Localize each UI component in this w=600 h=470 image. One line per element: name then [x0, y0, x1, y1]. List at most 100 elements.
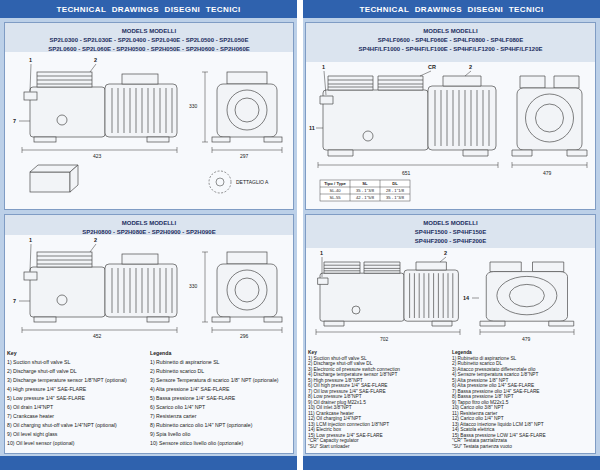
panel-ground [4, 22, 294, 210]
legend-item: 9) Tappo fitro olio M22x1.5 [452, 400, 594, 406]
iso-view [30, 172, 70, 192]
legend-item: 11) Resistenza carter [452, 411, 594, 417]
key-item: 3) Electronic oil pressure switch connec… [308, 367, 450, 373]
dimension-label: 479 [543, 170, 551, 176]
table-grid [320, 180, 410, 201]
dimension-line [22, 327, 177, 333]
callout-number: 2 [94, 237, 97, 244]
dimension-label: 452 [93, 333, 101, 339]
dimension-line [480, 329, 574, 335]
legend-item: 7) Bassa pressione olio 1/4" SAE-FLARE [452, 389, 594, 395]
key-item: 4) High pressure 1/4" SAE-FLARE [7, 386, 148, 392]
table-cell: 35 - 1"3/8 [380, 195, 410, 200]
leader-line [324, 71, 326, 95]
legend-item: 10) Sensore ottico livello olio (opziona… [150, 440, 292, 446]
dimension-label: 479 [522, 336, 530, 342]
dimension-line [212, 327, 282, 333]
compressor-view [212, 72, 282, 142]
detail-circle [209, 171, 231, 193]
legend-item: 7) Resistenza carter [150, 413, 292, 419]
table-cell: Tipo / Type [320, 181, 350, 186]
key-item: 13) LCM injection connection 1/8"NPT [308, 422, 450, 428]
legend-item: 3) Sensore Temperatura di scarico 1/8" N… [150, 377, 292, 383]
legend-item: 5) Alta pressione 1/8" NPT [452, 378, 594, 384]
page-ground [303, 0, 600, 470]
panel-ground [4, 22, 596, 454]
panel-heading: MODELS MODELLI [423, 27, 477, 36]
leader-line [19, 301, 30, 302]
legend-item: 9) Spia livello olio [150, 431, 292, 437]
dimension-label: 330 [189, 283, 197, 289]
key-item: "SU" Start unloader [308, 444, 450, 450]
iso-view [30, 165, 78, 192]
legend-item: 6) Scarico olio 1/4" NPT [150, 404, 292, 410]
table-cell: 42 - 1"5/8 [350, 195, 380, 200]
leader-line [420, 71, 431, 76]
key-item: 10) Oil inlet 3/8"NPT [308, 405, 450, 411]
key-item: 5) Low pressure 1/4" SAE-FLARE [7, 395, 148, 401]
compressor-view [24, 72, 177, 142]
dimension-label: 330 [189, 103, 197, 109]
detail-circle [209, 171, 231, 193]
legend-heading: Legenda [150, 350, 292, 356]
page-ground [0, 456, 297, 470]
panel-ground [305, 22, 596, 210]
key-item: 14) Electric box [308, 427, 450, 433]
callout-number: 14 [463, 295, 469, 302]
table-cell: 28 - 1"1/8 [380, 188, 410, 193]
legend-item: 6) Alta pressione olio 1/4" SAE-FLARE [452, 383, 594, 389]
legend-item: "CR" Testata parzializzata [452, 438, 594, 444]
leader-line [30, 64, 31, 91]
leader-line [322, 257, 323, 277]
callout-number: 1 [29, 237, 32, 244]
key-item: 12) Oil charging 1/4"NPT [308, 416, 450, 422]
key-item: 10) Oil level sensor (optional) [7, 440, 148, 446]
dimension-line [512, 162, 587, 168]
dimension-label: 297 [240, 153, 248, 159]
key-item: 2) Discharge shut-off valve DL [308, 361, 450, 367]
model-list: SP4HF1500 - SP4HF150E [415, 228, 486, 237]
table-cell: SL-55 [320, 195, 350, 200]
table-grid [320, 180, 410, 201]
legend-item: 14) Scatola elettrica [452, 427, 594, 433]
panel-ground [4, 214, 294, 454]
callout-number: 1 [29, 57, 32, 64]
key-heading: Key [7, 350, 148, 356]
model-list: SP4LF0600 - SP4LF060E - SP4LF0800 - SP4L… [378, 36, 523, 45]
model-list: SP4HF/LF1000 - SP4HF/LF100E - SP4HF/LF12… [358, 45, 542, 54]
legend-item: 2) Rubinetto scarico DL [150, 368, 292, 374]
leader-line [90, 244, 96, 252]
panel-heading: MODELS MODELLI [423, 219, 477, 228]
legend-item: 8) Rubinetto carico olio 1/4" NPT (opzio… [150, 422, 292, 428]
compressor-view [320, 76, 496, 156]
panel-ground [305, 214, 596, 454]
key-item: 5) High pressure 1/8"NPT [308, 378, 450, 384]
callout-number: 1 [322, 64, 325, 71]
header-band: TECHNICAL DRAWINGS DISEGNI TECNICI [303, 0, 600, 18]
drawing-panel: MODELS MODELLISP4LF0600 - SP4LF060E - SP… [305, 22, 596, 210]
callout-number: 7 [13, 298, 16, 305]
leader-line [19, 121, 30, 122]
key-item: 4) Discharge temperature sensor 1/8"NPT [308, 372, 450, 378]
key-item: 9) Oil drainer plug M22x1.5 [308, 400, 450, 406]
header-title: TECHNICAL DRAWINGS DISEGNI TECNICI [56, 5, 240, 14]
key-item: 6) Oil drain 1/4"NPT [7, 404, 148, 410]
legend-item: 5) Bassa pressione 1/4" SAE-FLARE [150, 395, 292, 401]
compressor-view [480, 262, 574, 326]
compressor-view [512, 76, 587, 156]
model-list: SP2H0800 - SP2H080E - SP2H0900 - SP2H090… [82, 228, 215, 237]
dimension-label: 423 [93, 153, 101, 159]
key-item: "CR" Capacity regulator [308, 438, 450, 444]
compressor-view [24, 252, 177, 322]
key-item: 7) Oil low pressure 1/4" SAE-FLARE [308, 389, 450, 395]
key-item: 2) Discharge shut-off valve DL [7, 368, 148, 374]
legend-item: 13) Attacco iniezione liquido LCM 1/8" N… [452, 422, 594, 428]
callout-number: 2 [469, 64, 472, 71]
legend-item: 4) Alta pressione 1/4" SAE-FLARE [150, 386, 292, 392]
callout-number: CR [428, 64, 436, 71]
model-list: SP2L0600 - SP2L060E - SP2H0500 - SP2H050… [48, 45, 249, 54]
iso-view [70, 165, 78, 192]
key-item: 8) Low pressure 1/8"NPT [308, 394, 450, 400]
